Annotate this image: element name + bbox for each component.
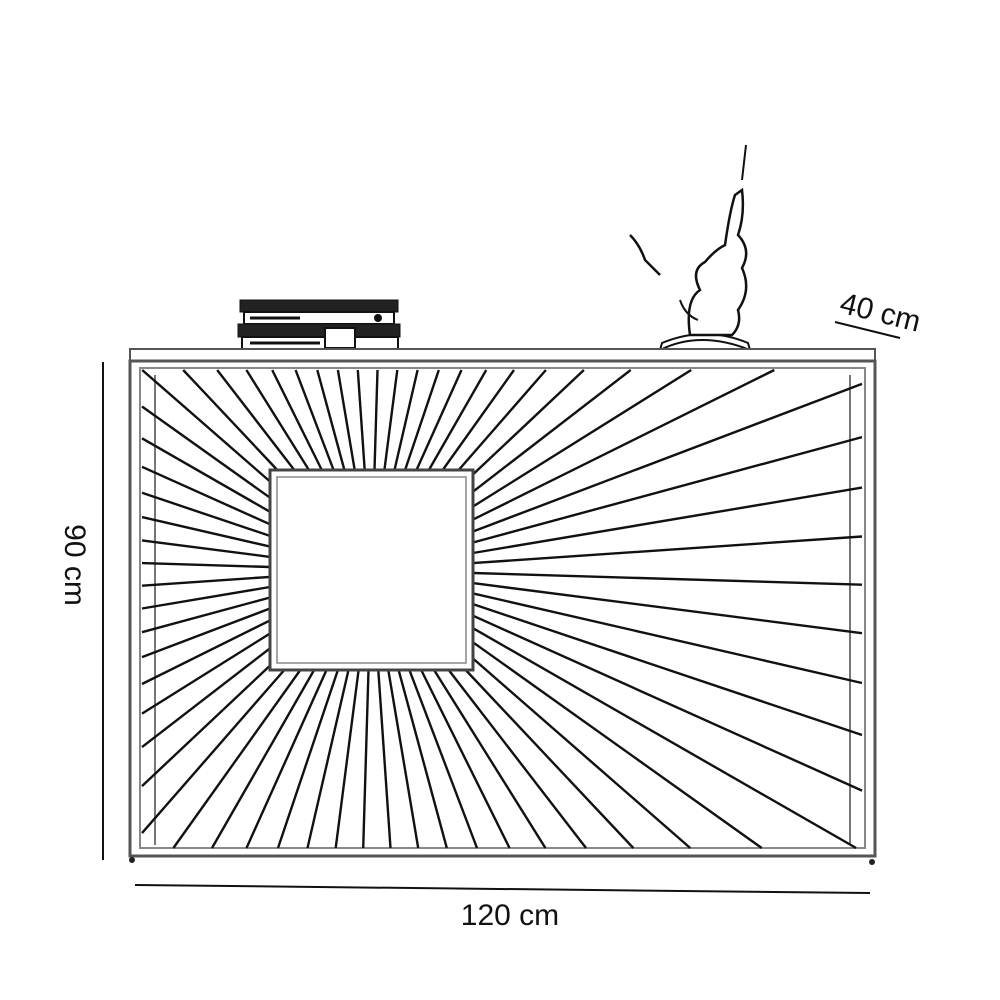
sunburst-ray — [182, 369, 279, 471]
sunburst-ray — [141, 437, 271, 513]
table-frame — [128, 359, 877, 865]
sunburst-ray — [245, 669, 328, 849]
sunburst-ray — [387, 669, 420, 849]
sunburst-ray — [472, 614, 863, 792]
sunburst-ray — [172, 669, 302, 849]
sunburst-ray — [141, 575, 271, 587]
sunburst-ray — [472, 368, 692, 508]
sunburst-ray — [141, 491, 271, 538]
sunburst-ray — [472, 535, 863, 565]
left-foot — [129, 857, 135, 863]
sunburst-ray — [245, 369, 310, 471]
sunburst-rays — [141, 368, 863, 850]
sunburst-ray — [472, 657, 691, 849]
sunburst-ray — [141, 664, 271, 787]
sunburst-ray — [373, 369, 379, 471]
sunburst-ray — [141, 369, 271, 483]
sunburst-ray — [415, 369, 463, 471]
sunburst-ray — [141, 405, 271, 499]
sunburst-ray — [472, 581, 863, 635]
right-foot — [869, 859, 875, 865]
sculpture-vase — [629, 144, 752, 352]
sunburst-ray — [433, 669, 547, 849]
center-mirror — [268, 468, 475, 672]
sunburst-ray — [397, 669, 448, 849]
sunburst-ray — [472, 368, 775, 521]
sunburst-ray — [141, 632, 271, 715]
dimension-lines — [102, 321, 901, 894]
sunburst-ray — [393, 369, 419, 471]
sunburst-ray — [472, 602, 863, 737]
sunburst-ray — [141, 585, 271, 610]
sunburst-ray — [362, 669, 370, 849]
sunburst-ray — [472, 382, 863, 533]
sunburst-ray — [457, 369, 547, 471]
stacked-books — [237, 299, 401, 350]
sunburst-ray — [472, 592, 863, 685]
width-dimension-line — [134, 884, 871, 894]
sunburst-ray — [141, 465, 271, 526]
sunburst-ray — [316, 369, 346, 471]
sunburst-ray — [377, 669, 392, 849]
sunburst-ray — [472, 435, 863, 544]
sunburst-ray — [472, 369, 632, 493]
sunburst-ray — [141, 561, 271, 569]
sunburst-ray — [356, 369, 366, 471]
sunburst-ray — [427, 369, 488, 471]
sunburst-ray — [472, 571, 863, 586]
sunburst-ray — [334, 669, 360, 849]
sunburst-ray — [271, 369, 323, 471]
sunburst-ray — [336, 369, 356, 471]
sunburst-ray — [141, 515, 271, 548]
sunburst-ray — [420, 669, 511, 849]
sunburst-ray — [472, 486, 863, 555]
depth-label: 40 cm — [837, 287, 924, 339]
sunburst-ray — [472, 641, 763, 849]
sunburst-ray — [447, 669, 587, 849]
sunburst-ray — [472, 369, 585, 476]
sunburst-ray — [276, 669, 340, 849]
sunburst-ray — [141, 607, 271, 659]
sunburst-ray — [141, 619, 271, 686]
sunburst-ray — [403, 369, 440, 471]
height-label: 90 cm — [58, 524, 91, 606]
table-top — [129, 348, 876, 362]
sunburst-ray — [383, 369, 399, 471]
sunburst-ray — [141, 647, 271, 749]
width-label: 120 cm — [461, 899, 559, 932]
sunburst-ray — [141, 596, 271, 634]
sunburst-ray — [464, 669, 635, 849]
sunburst-ray — [408, 669, 479, 849]
sunburst-ray — [294, 369, 335, 471]
sunburst-ray — [141, 669, 286, 834]
sunburst-ray — [216, 369, 296, 471]
sunburst-ray — [141, 539, 271, 559]
sunburst-ray — [210, 669, 316, 849]
sunburst-ray — [441, 369, 515, 471]
sunburst-ray — [306, 669, 350, 849]
sunburst-ray — [472, 627, 857, 850]
depth-dimension-line — [834, 321, 901, 339]
